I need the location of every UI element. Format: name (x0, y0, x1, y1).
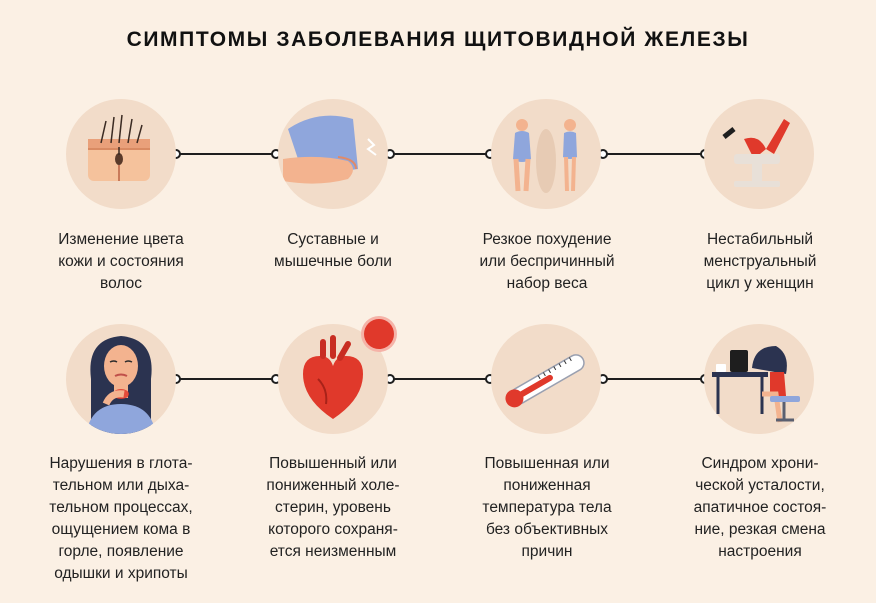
caption-joint-pain: Суставные и мышечные боли (274, 231, 392, 270)
caption-hair-skin: Изменение цвета кожи и состояния волос (58, 231, 184, 292)
caption-cholesterol: Повышенный или пониженный холе- стерин, … (266, 455, 400, 560)
connector-line (603, 378, 705, 380)
hair-skin-icon (66, 99, 176, 209)
joint-pain-icon (278, 99, 388, 209)
thermometer-icon (491, 324, 601, 434)
page-title: СИМПТОМЫ ЗАБОЛЕВАНИЯ ЩИТОВИДНОЙ ЖЕЛЕЗЫ (126, 28, 750, 51)
caption-weight-change: Резкое похудение или беспричинный набор … (479, 231, 615, 292)
caption-menstrual-cycle: Нестабильный менструальный цикл у женщин (703, 231, 817, 292)
connector-line (390, 153, 490, 155)
connector-line (390, 378, 490, 380)
caption-breathing-swallowing: Нарушения в глота- тельном или дыха- тел… (49, 455, 193, 582)
connector-line (603, 153, 705, 155)
weight-change-icon (491, 99, 601, 209)
gynecological-chair-icon (704, 99, 814, 209)
cholesterol-cell-icon (364, 319, 394, 349)
fatigue-icon (704, 324, 814, 434)
connector-line (176, 153, 276, 155)
caption-fatigue: Синдром хрони- ческой усталости, апатичн… (693, 455, 827, 560)
caption-temperature: Повышенная или пониженная температура те… (482, 455, 612, 560)
sore-throat-icon (66, 324, 176, 434)
connector-line (176, 378, 276, 380)
